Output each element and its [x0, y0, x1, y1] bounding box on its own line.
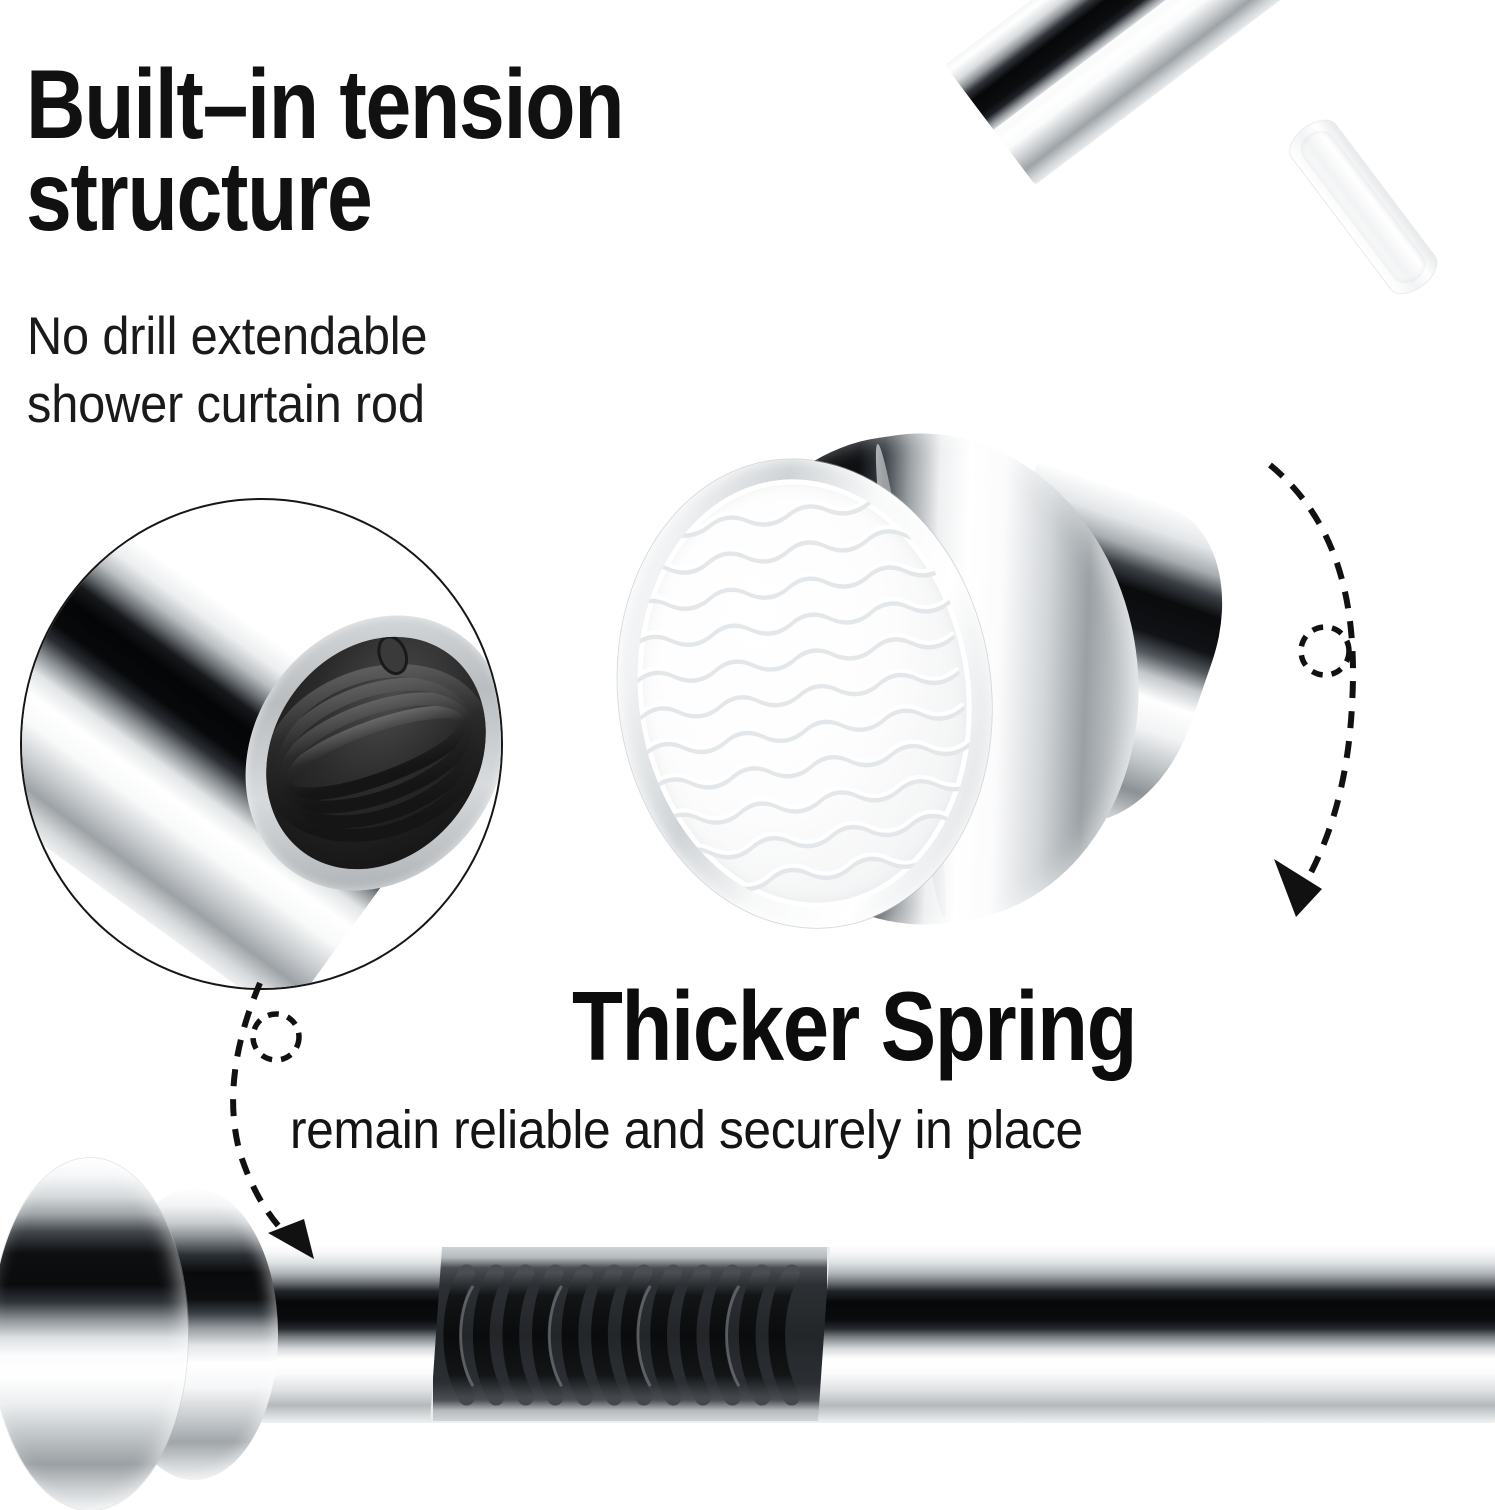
bottom-rod-end-cap: [0, 1158, 292, 1510]
rod-highlight: [993, 0, 1495, 141]
inset-tube-rim: [192, 563, 501, 943]
cutaway-tube-close-up: [20, 498, 503, 990]
end-cap-flange: [0, 1158, 188, 1510]
spring-cutaway-window: [430, 1247, 830, 1421]
chrome-rod-diagonal: [944, 0, 1495, 185]
feature-subtitle: remain reliable and securely in place: [290, 1100, 1083, 1160]
coiled-spring-icon: [262, 635, 490, 842]
arrow-endcap-to-spring: [1268, 462, 1357, 917]
page-subtitle: No drill extendable shower curtain rod: [27, 307, 428, 434]
arrow-inset-to-rod: [230, 981, 314, 1259]
feature-title: Thicker Spring: [572, 971, 1138, 1081]
chrome-end-cap: [564, 352, 1297, 1008]
page-title: Built–in tension structure: [26, 49, 624, 252]
inset-spring-bore: [221, 593, 501, 913]
spring-coils-icon: [443, 1264, 800, 1406]
